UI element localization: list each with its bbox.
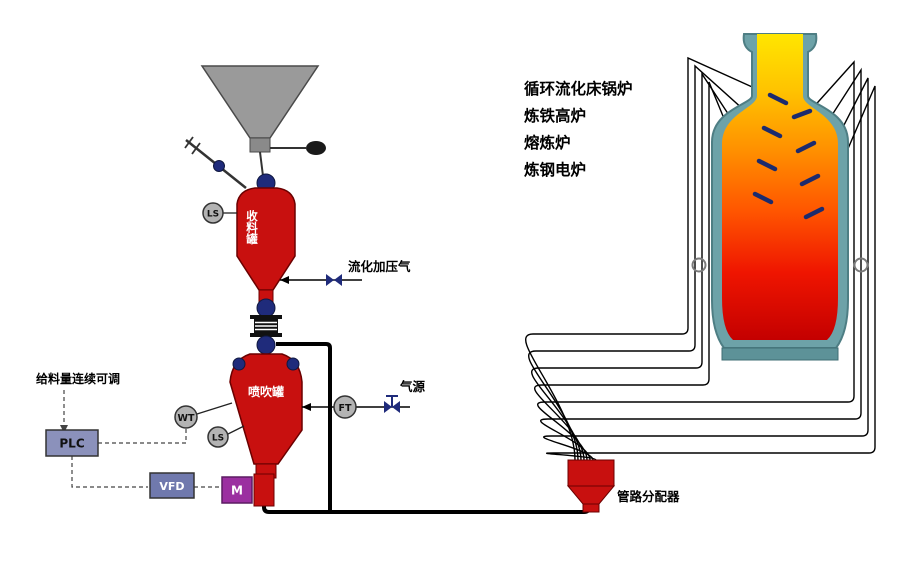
ls-upper-instrument xyxy=(202,202,224,224)
fluidization-line: 流化加压气 xyxy=(280,259,411,286)
furnace-base xyxy=(721,347,839,361)
wt-instrument xyxy=(174,405,198,429)
pipeline-distributor: 管路分配器 xyxy=(566,459,680,513)
application-list: 循环流化床锅炉 炼铁高炉 熔炼炉 炼钢电炉 xyxy=(524,79,633,179)
flange xyxy=(250,315,282,319)
shoulder-valve-icon xyxy=(232,357,246,371)
hopper-neck xyxy=(249,137,271,153)
arrow-icon xyxy=(302,403,311,411)
ft-label: FT xyxy=(339,403,352,414)
wt-label: WT xyxy=(178,413,195,424)
injection-tank-label: 喷吹罐 xyxy=(248,384,284,399)
receiving-tank-label: 收料罐 xyxy=(245,209,259,245)
gas-source-label: 气源 xyxy=(399,379,426,394)
arrow-icon xyxy=(280,276,289,284)
plc-box xyxy=(45,429,99,457)
signal-line xyxy=(98,429,187,444)
gas-valve-icon xyxy=(326,274,334,286)
furnace-flame xyxy=(722,34,838,340)
ls-lower-label: LS xyxy=(212,434,224,444)
distributor-top xyxy=(567,459,615,487)
dome-valve-upper-icon xyxy=(256,298,276,318)
injection-tank: 喷吹罐 WT LS xyxy=(174,353,303,507)
vfd-label: VFD xyxy=(159,480,184,493)
application-item: 炼铁高炉 xyxy=(524,106,586,125)
ls-lower-lead xyxy=(227,425,245,435)
ls-lower-instrument xyxy=(207,426,229,448)
ls-upper-label: LS xyxy=(207,210,219,220)
handwheel-icon xyxy=(306,141,326,155)
motor-box xyxy=(221,476,253,504)
gas-valve-icon xyxy=(334,274,342,286)
application-item: 炼钢电炉 xyxy=(524,160,586,179)
receiving-tank-body xyxy=(236,187,296,291)
application-item: 熔炼炉 xyxy=(524,133,571,152)
conveying-pipe xyxy=(262,342,591,514)
injection-lances xyxy=(752,92,825,220)
receiving-tank: 收料罐 LS xyxy=(202,173,296,291)
dome-valve-lower-icon xyxy=(256,335,276,355)
trunnion-right xyxy=(853,257,869,273)
pipe-bundle xyxy=(525,56,876,461)
distributor-stem xyxy=(582,503,600,513)
trunnion-left xyxy=(691,257,707,273)
distributor-cone xyxy=(566,485,616,505)
gas-source-line: FT 气源 xyxy=(302,379,426,419)
distributor-label: 管路分配器 xyxy=(617,489,680,504)
source-valve-icon xyxy=(384,401,392,413)
application-item: 循环流化床锅炉 xyxy=(524,79,633,98)
wt-lead xyxy=(196,402,233,415)
furnace xyxy=(691,33,869,361)
flange-tick xyxy=(184,136,194,149)
shoulder-valve-icon xyxy=(286,357,300,371)
arrow-icon xyxy=(60,425,68,433)
feeder-housing xyxy=(253,473,275,507)
source-valve-icon xyxy=(392,401,400,413)
feed-hopper xyxy=(184,65,326,189)
feed-valve-icon xyxy=(213,160,225,172)
drop-pipe xyxy=(259,151,264,177)
ft-instrument xyxy=(333,395,357,419)
control-chain: 给料量连续可调 PLC VFD M xyxy=(36,371,253,504)
signal-line xyxy=(71,456,148,488)
motor-label: M xyxy=(231,484,243,498)
feed-note-label: 给料量连续可调 xyxy=(36,371,120,386)
plc-label: PLC xyxy=(59,437,84,451)
fluidization-gas-label: 流化加压气 xyxy=(348,259,411,274)
flange xyxy=(250,333,282,337)
valve-train xyxy=(250,289,282,355)
hopper-cone xyxy=(200,65,320,139)
injection-tank-body xyxy=(229,353,303,465)
flange-tick xyxy=(191,142,201,155)
vfd-box xyxy=(149,472,195,499)
